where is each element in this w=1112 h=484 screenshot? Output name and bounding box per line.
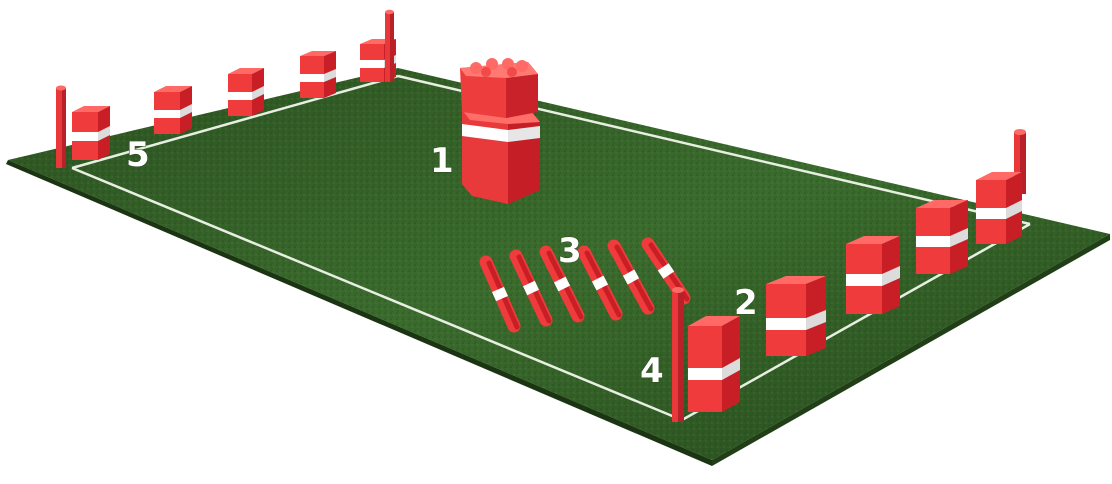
obstacle-group-1-tower [460, 58, 540, 204]
label-2: 2 [734, 283, 758, 323]
red-block-icon [154, 86, 192, 134]
red-block-icon [688, 316, 740, 412]
red-block-icon [300, 51, 336, 98]
red-block-icon [228, 68, 264, 116]
pole-icon [385, 10, 394, 82]
label-3: 3 [558, 231, 582, 271]
red-block-icon [766, 276, 826, 356]
pole-icon [672, 287, 684, 422]
pole-icon [56, 86, 66, 169]
label-5: 5 [126, 135, 150, 175]
red-block-icon [72, 106, 110, 160]
label-1: 1 [430, 141, 454, 181]
label-4: 4 [640, 351, 664, 391]
red-block-icon [846, 236, 900, 314]
red-block-icon [976, 172, 1022, 244]
red-block-icon [916, 200, 968, 274]
